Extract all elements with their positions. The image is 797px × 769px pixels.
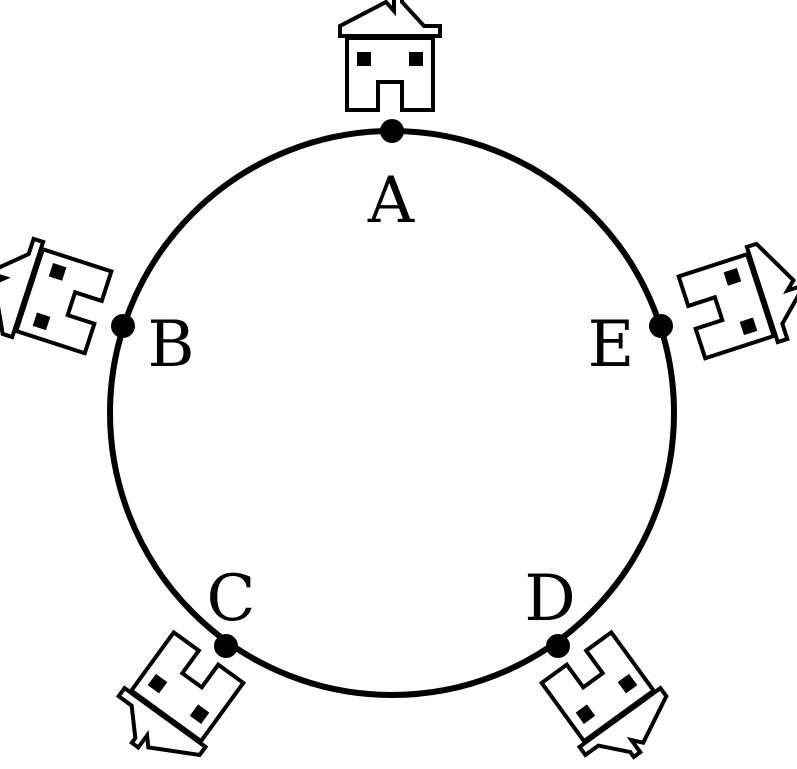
point-a-marker <box>380 119 404 143</box>
point-d-label: D <box>524 562 575 636</box>
point-d-marker <box>546 634 570 658</box>
point-e-marker <box>649 314 673 338</box>
point-e-label: E <box>588 308 635 382</box>
point-c-label: C <box>207 562 256 636</box>
point-a-label: A <box>367 164 415 238</box>
house-icon-a <box>338 0 442 112</box>
point-b-label: B <box>147 308 194 382</box>
point-b-marker <box>111 314 135 338</box>
point-c-marker <box>214 634 238 658</box>
house-icon-b <box>0 227 116 362</box>
house-icon-e <box>674 232 797 367</box>
